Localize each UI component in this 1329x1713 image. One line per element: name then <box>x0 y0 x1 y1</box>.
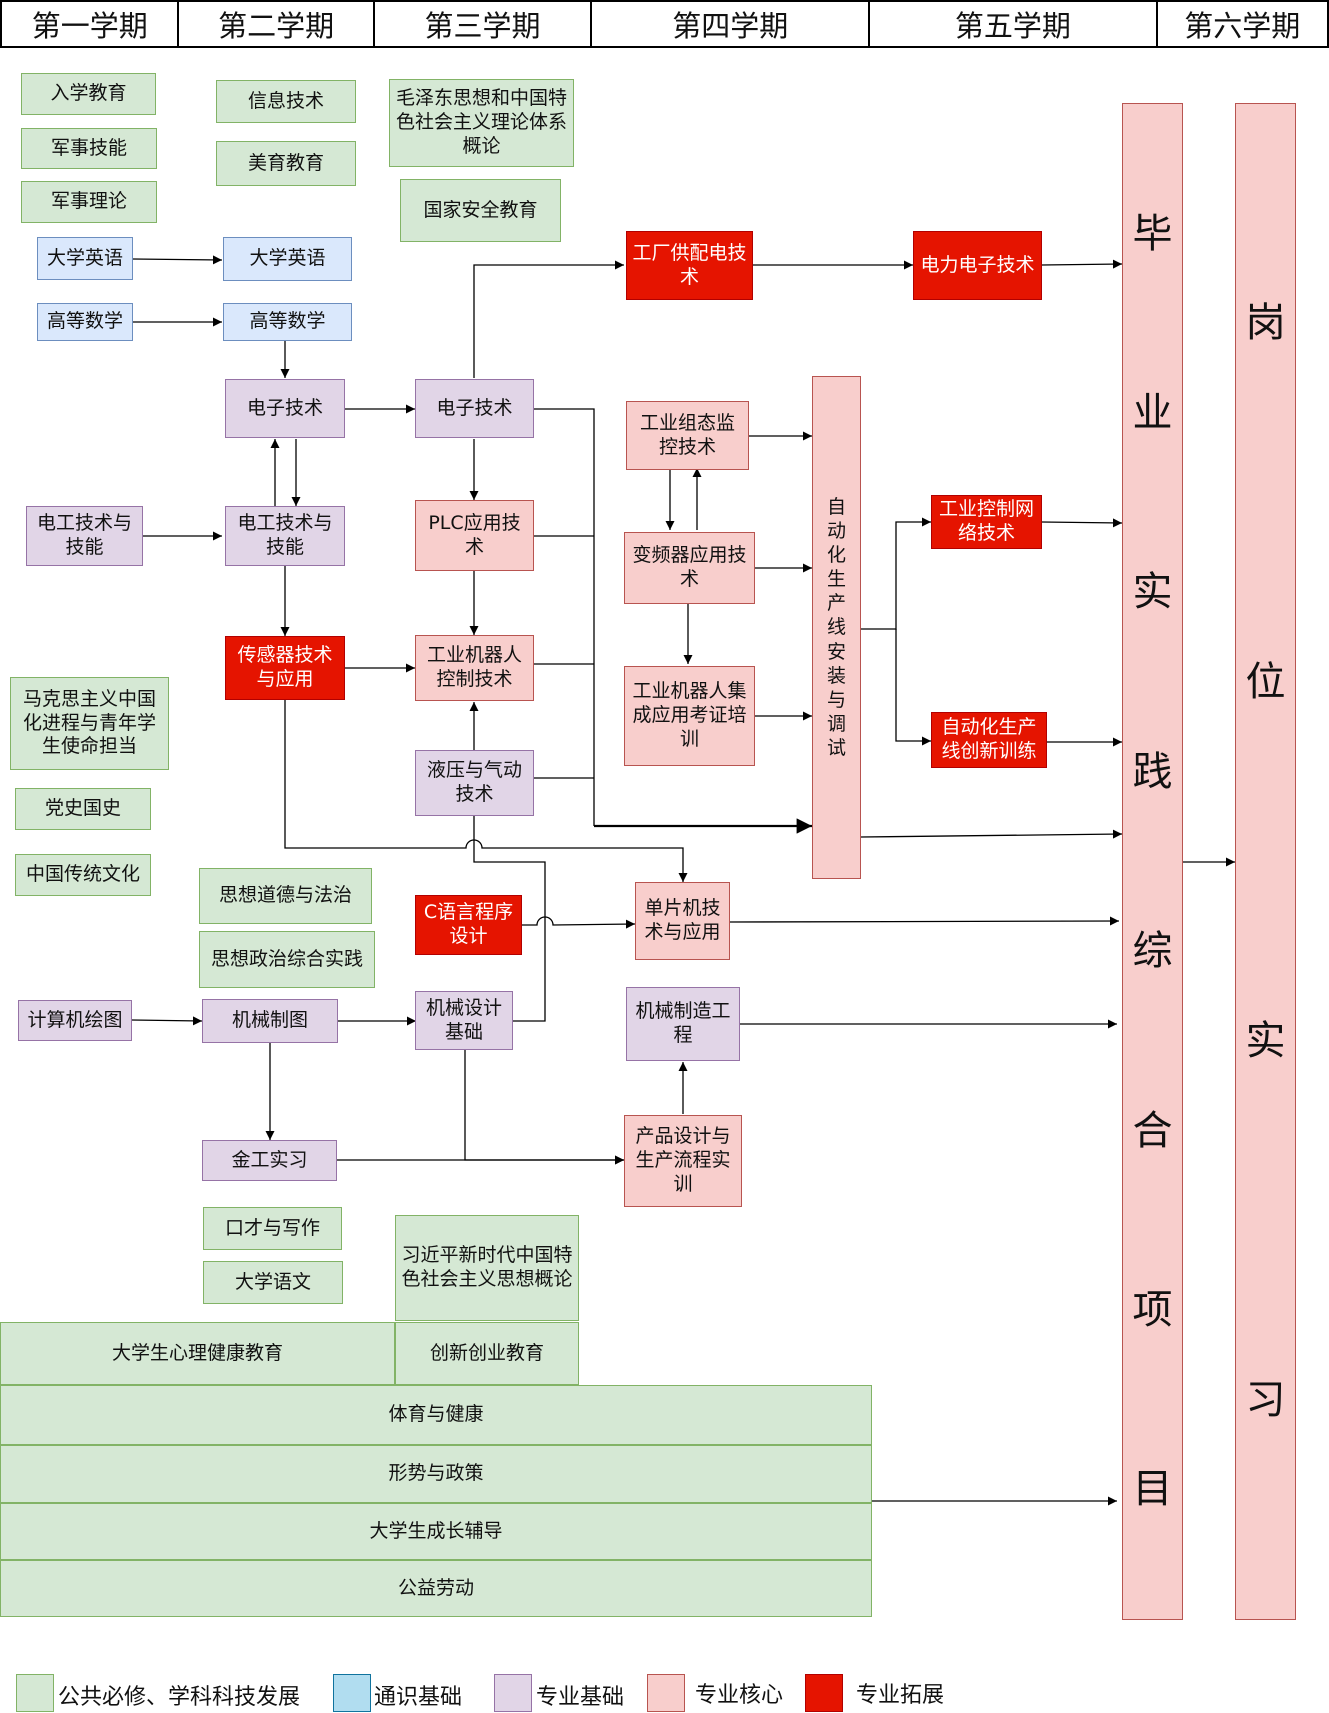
node-robot-cert: 工业机器人集成应用考证培训 <box>624 666 755 766</box>
legend-label-professional-core: 专业核心 <box>695 1683 784 1708</box>
node-sixiang-daode: 思想道德与法治 <box>199 868 372 924</box>
biye-char-2: 实 <box>1132 569 1173 616</box>
node-jingong-shixi: 金工实习 <box>202 1140 337 1181</box>
node-dianli-dianzi: 电力电子技术 <box>913 231 1042 300</box>
node-jisuanji-huitu: 计算机绘图 <box>18 1000 132 1041</box>
node-zidonghua-line: 自动化生产线安装与调试 <box>812 376 861 879</box>
node-tiyu-jiankang: 体育与健康 <box>0 1385 872 1445</box>
node-gangwei-shixi: 岗位实习 <box>1235 103 1296 1620</box>
semester-4: 第四学期 <box>592 2 871 46</box>
zidonghua-char-1: 动 <box>826 519 846 542</box>
node-innovation: 自动化生产线创新训练 <box>931 712 1047 768</box>
node-math-2: 高等数学 <box>223 303 352 341</box>
biye-char-3: 践 <box>1132 748 1173 795</box>
node-bianpinqi: 变频器应用技术 <box>624 532 755 604</box>
legend-label-general: 通识基础 <box>374 1685 463 1710</box>
node-guojia-anquan: 国家安全教育 <box>400 179 561 242</box>
node-jixie-zhizao: 机械制造工程 <box>626 987 740 1061</box>
biye-char-0: 毕 <box>1132 210 1173 257</box>
node-chengzhang-fudao: 大学生成长辅导 <box>0 1503 872 1560</box>
biye-char-7: 目 <box>1132 1466 1173 1513</box>
legend-swatch-professional-basic <box>494 1674 532 1712</box>
zidonghua-char-2: 化 <box>826 544 846 567</box>
legend-swatch-general <box>333 1674 371 1712</box>
zidonghua-char-9: 调 <box>826 712 846 735</box>
node-plc: PLC应用技术 <box>415 500 534 571</box>
legend-swatch-public <box>16 1674 54 1712</box>
gangwei-char-3: 习 <box>1245 1376 1286 1423</box>
node-network: 工业控制网络技术 <box>931 495 1042 549</box>
legend-swatch-professional-core <box>647 1674 685 1712</box>
zidonghua-char-10: 试 <box>826 737 846 760</box>
node-biye-project: 毕业实践综合项目 <box>1122 103 1183 1620</box>
node-maozedong: 毛泽东思想和中国特色社会主义理论体系概论 <box>389 79 574 167</box>
semester-6: 第六学期 <box>1184 9 1301 43</box>
node-dianzi-jishu-3: 电子技术 <box>415 379 534 438</box>
node-daxue-yuwen: 大学语文 <box>203 1261 343 1304</box>
node-english-2: 大学英语 <box>223 237 352 281</box>
zidonghua-char-5: 线 <box>826 616 846 639</box>
biye-char-5: 合 <box>1132 1107 1173 1154</box>
node-product-design: 产品设计与生产流程实训 <box>624 1115 742 1207</box>
node-makesi: 马克思主义中国化进程与青年学生使命担当 <box>10 677 169 770</box>
zidonghua-char-7: 装 <box>826 664 846 687</box>
node-xijinping: 习近平新时代中国特色社会主义思想概论 <box>395 1215 579 1321</box>
zidonghua-char-3: 生 <box>826 568 846 591</box>
legend-label-professional-extension: 专业拓展 <box>856 1683 945 1708</box>
gangwei-char-1: 位 <box>1245 659 1286 706</box>
node-gongyi-laodong: 公益劳动 <box>0 1560 872 1617</box>
legend-label-public: 公共必修、学科科技发展 <box>58 1685 301 1710</box>
biye-char-6: 项 <box>1132 1286 1173 1333</box>
biye-char-1: 业 <box>1132 390 1173 437</box>
node-sensor: 传感器技术与应用 <box>225 636 345 700</box>
node-math-1: 高等数学 <box>37 303 133 341</box>
node-xinxi-jishu: 信息技术 <box>216 80 356 123</box>
zidonghua-char-8: 与 <box>826 688 846 711</box>
node-diangong-1: 电工技术与技能 <box>26 506 143 566</box>
gangwei-char-2: 实 <box>1245 1017 1286 1064</box>
node-dianzi-jishu-2: 电子技术 <box>225 379 345 438</box>
node-jixie-zhitu: 机械制图 <box>202 999 338 1043</box>
semester-5: 第五学期 <box>870 2 1158 46</box>
node-dangshi-guoshi: 党史国史 <box>15 788 151 830</box>
legend-swatch-professional-extension <box>805 1674 843 1712</box>
node-gongchang-gongpeidian: 工厂供配电技术 <box>626 231 753 300</box>
node-ruxue-jiaoyu: 入学教育 <box>21 73 156 115</box>
semester-header: 第一学期 第二学期 第三学期 第四学期 第五学期 第六学期 <box>0 0 1329 48</box>
node-english-1: 大学英语 <box>37 237 133 280</box>
legend-label-professional-basic: 专业基础 <box>536 1685 625 1710</box>
node-robot-control: 工业机器人控制技术 <box>415 635 534 701</box>
node-koucai-xiezuo: 口才与写作 <box>203 1207 342 1250</box>
node-hydraulic: 液压与气动技术 <box>415 750 534 816</box>
node-junshi-lilun: 军事理论 <box>21 181 157 223</box>
node-diangong-2: 电工技术与技能 <box>225 506 345 566</box>
zidonghua-char-4: 产 <box>826 592 846 615</box>
node-xinli-jiankang: 大学生心理健康教育 <box>0 1322 395 1385</box>
node-mcu: 单片机技术与应用 <box>635 882 730 960</box>
semester-2: 第二学期 <box>179 2 375 46</box>
zidonghua-char-6: 安 <box>826 640 846 663</box>
node-meiyu-jiaoyu: 美育教育 <box>216 141 356 186</box>
gangwei-char-0: 岗 <box>1245 300 1286 347</box>
node-junshi-jineng: 军事技能 <box>21 128 157 169</box>
node-xingshi-zhengce: 形势与政策 <box>0 1445 872 1503</box>
zidonghua-char-0: 自 <box>826 495 846 518</box>
biye-char-4: 综 <box>1132 928 1173 975</box>
node-c-language: C语言程序设计 <box>415 895 522 955</box>
node-zutai-jiankong: 工业组态监控技术 <box>626 401 749 470</box>
node-chuangxin-chuangye: 创新创业教育 <box>395 1322 579 1385</box>
node-sizheng-shijian: 思想政治综合实践 <box>199 931 375 988</box>
node-chuantong-wenhua: 中国传统文化 <box>15 854 151 896</box>
semester-1: 第一学期 <box>2 2 180 46</box>
semester-3: 第三学期 <box>375 2 593 46</box>
node-jixie-sheji: 机械设计基础 <box>415 991 513 1050</box>
